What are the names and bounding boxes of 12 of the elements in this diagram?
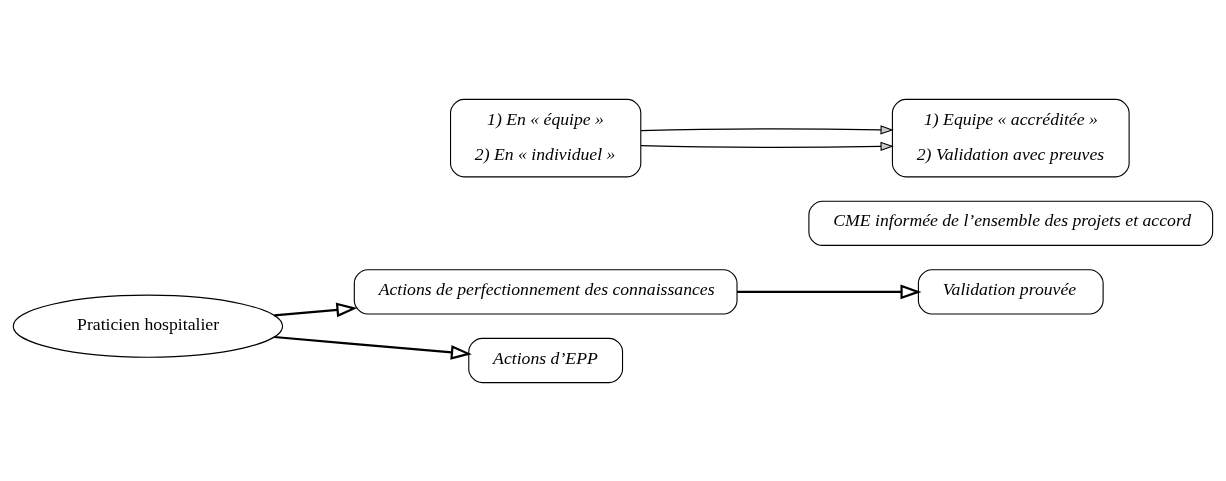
arrow [737,284,922,299]
node-box: Actions d’EPP [468,337,624,383]
node-box: 1) Equipe « accréditée » 2) Validation avec preuves [891,98,1130,177]
arrow [640,124,894,134]
node-box: 1) En « équipe » 2) En « individuel » [450,98,642,177]
node-box: CME informée de l’ensemble des projets et accord [808,200,1214,246]
arrow [640,141,894,151]
arrow [274,335,472,360]
node-box: Actions de perfectionnement des connaissances [353,268,738,315]
arrow [274,302,358,317]
node-ellipse: Praticien hospitalier [12,294,284,358]
node-box: Validation prouvée [917,268,1104,315]
